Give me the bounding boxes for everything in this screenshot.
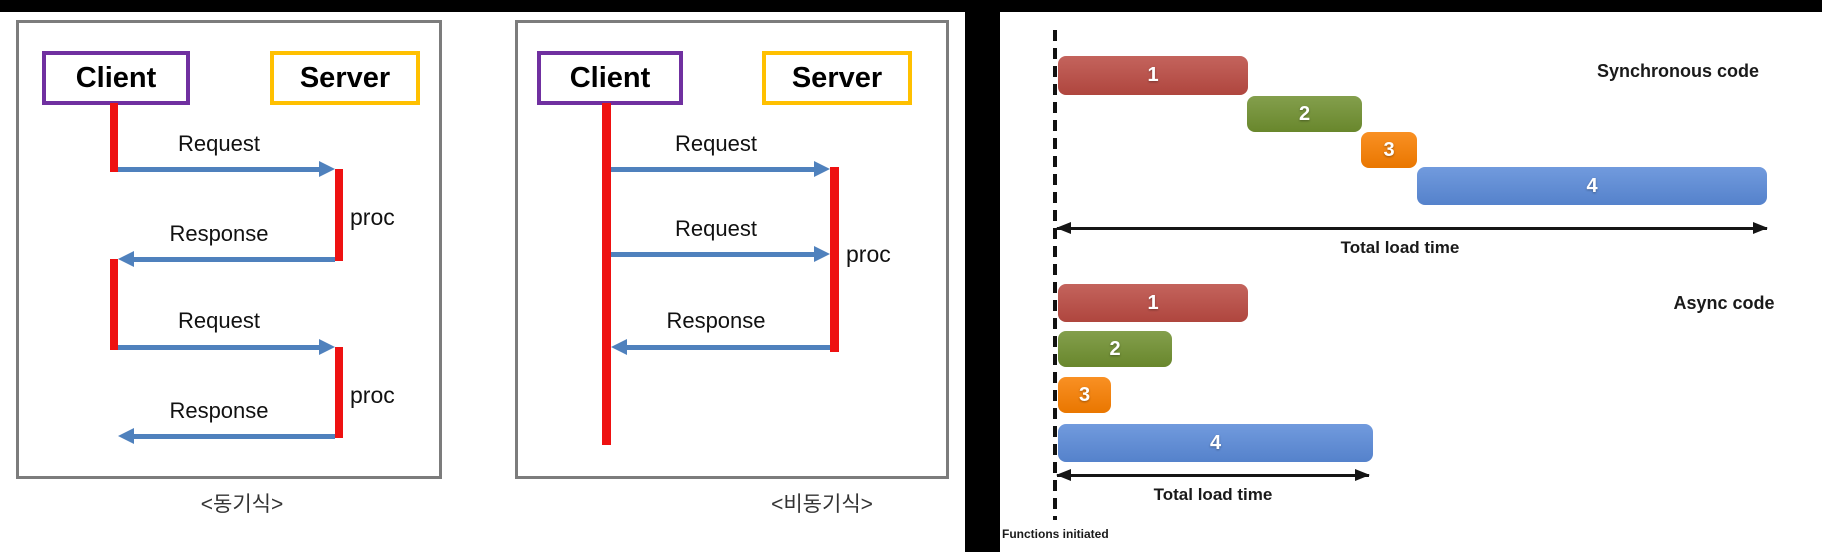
gantt-bar-2: 2 <box>1247 96 1362 132</box>
sync-response-arrow-1 <box>118 251 335 267</box>
functions-initiated-baseline <box>1053 30 1057 520</box>
sync-server-label: Server <box>299 61 391 94</box>
functions-initiated-label: Functions initiated <box>1002 527 1109 541</box>
async-server-activation <box>830 167 839 352</box>
async-request-arrow-1 <box>611 161 830 177</box>
arrowhead-left-icon <box>118 428 134 444</box>
async-total-load-arrow <box>1056 469 1370 481</box>
async-proc-label: proc <box>846 241 891 267</box>
sync-client-activation-1 <box>110 103 118 172</box>
sync-total-load-label: Total load time <box>1340 238 1460 257</box>
sync-message-label: Response <box>169 221 269 246</box>
sync-server-box: Server <box>270 51 420 105</box>
arrowhead-left-icon <box>611 339 627 355</box>
async-client-label: Client <box>569 61 651 94</box>
arrowhead-left-icon <box>1056 222 1071 234</box>
arrowhead-left-icon <box>118 251 134 267</box>
async-client-box: Client <box>537 51 683 105</box>
arrowhead-right-icon <box>814 246 830 262</box>
async-message-label: Request <box>675 216 757 241</box>
gantt-bar-4: 4 <box>1417 167 1767 205</box>
sync-client-box: Client <box>42 51 190 105</box>
sync-server-activation-1 <box>335 169 343 261</box>
sync-message-label: Request <box>178 131 260 156</box>
sync-client-activation-2 <box>110 259 118 350</box>
async-request-arrow-2 <box>611 246 830 262</box>
arrowhead-right-icon <box>319 339 335 355</box>
gantt-bar-4: 4 <box>1058 424 1373 462</box>
sync-diagram-caption: <동기식> <box>200 493 284 516</box>
async-diagram-caption: <비동기식> <box>771 493 873 516</box>
arrowhead-right-icon <box>814 161 830 177</box>
arrowhead-left-icon <box>1056 469 1071 481</box>
async-section-label: Async code <box>1673 293 1775 313</box>
arrowhead-right-icon <box>1355 469 1370 481</box>
sync-server-activation-2 <box>335 347 343 438</box>
async-server-label: Server <box>791 61 883 94</box>
async-total-load-label: Total load time <box>1153 485 1273 504</box>
sync-request-arrow-2 <box>118 339 335 355</box>
timing-chart-panel <box>1000 12 1822 552</box>
arrowhead-right-icon <box>319 161 335 177</box>
arrowhead-right-icon <box>1753 222 1768 234</box>
async-response-arrow <box>611 339 830 355</box>
sync-client-label: Client <box>75 61 157 94</box>
async-message-label: Request <box>675 131 757 156</box>
gantt-bar-3: 3 <box>1361 132 1417 168</box>
gantt-bar-1: 1 <box>1058 56 1248 95</box>
gantt-bar-1: 1 <box>1058 284 1248 322</box>
gantt-bar-3: 3 <box>1058 377 1111 413</box>
async-server-box: Server <box>762 51 912 105</box>
sync-total-load-arrow <box>1056 222 1768 234</box>
sync-proc-label: proc <box>350 382 395 408</box>
sync-message-label: Request <box>178 308 260 333</box>
async-message-label: Response <box>666 308 766 333</box>
gantt-bar-2: 2 <box>1058 331 1172 367</box>
sync-section-label: Synchronous code <box>1596 61 1760 81</box>
async-client-activation <box>602 103 611 445</box>
sync-response-arrow-2 <box>118 428 335 444</box>
sync-message-label: Response <box>169 398 269 423</box>
sync-proc-label: proc <box>350 204 395 230</box>
sync-request-arrow-1 <box>118 161 335 177</box>
